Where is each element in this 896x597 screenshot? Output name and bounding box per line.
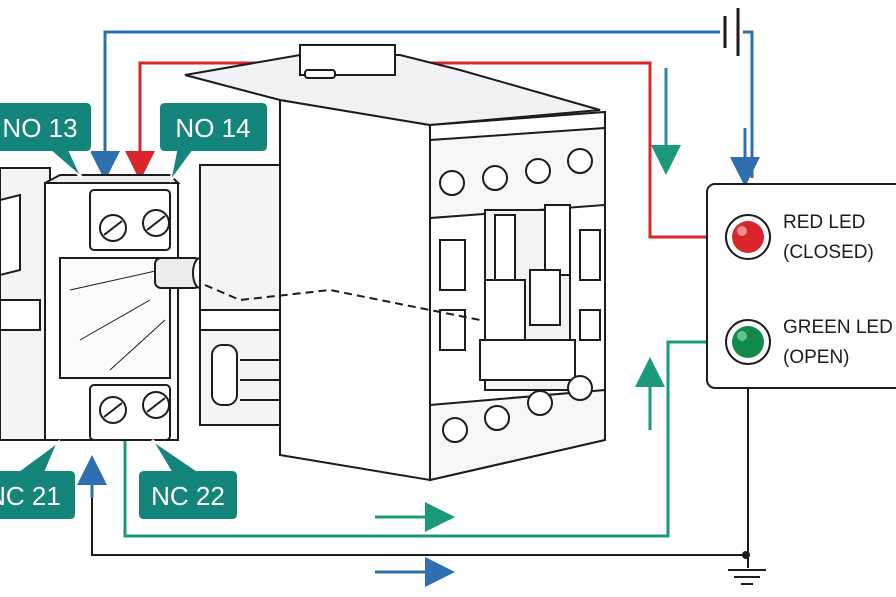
- red-wire: [138, 61, 725, 239]
- red-led-label: RED LED: [783, 212, 865, 233]
- label-no13: NO 13: [0, 101, 93, 179]
- junction-dot: [742, 551, 750, 559]
- label-no14: NO 14: [158, 101, 269, 183]
- green-led: [725, 319, 771, 365]
- battery-symbol: [723, 8, 740, 56]
- green-led-state: (OPEN): [783, 347, 850, 368]
- green-wire: [123, 340, 725, 538]
- terminal-screws-main: [439, 148, 593, 443]
- svg-text:NO 14: NO 14: [175, 113, 250, 143]
- auxiliary-contact-block: [0, 167, 208, 441]
- label-nc22: NC 22: [137, 439, 239, 521]
- red-led: [725, 214, 771, 260]
- label-nc21: NC 21: [0, 439, 77, 521]
- svg-text:NO 13: NO 13: [2, 113, 77, 143]
- mounting-bracket: [199, 164, 286, 426]
- ground-icon: [728, 569, 766, 585]
- red-led-state: (CLOSED): [783, 242, 874, 263]
- blue-supply-wire-right: [743, 30, 754, 178]
- blue-supply-wire: [103, 30, 720, 168]
- main-contactor: [184, 44, 606, 482]
- terminal-screws-aux: [99, 209, 170, 424]
- return-wire: [91, 470, 745, 556]
- svg-text:NC 21: NC 21: [0, 481, 61, 511]
- green-led-label: GREEN LED: [783, 317, 893, 338]
- svg-text:NC 22: NC 22: [151, 481, 225, 511]
